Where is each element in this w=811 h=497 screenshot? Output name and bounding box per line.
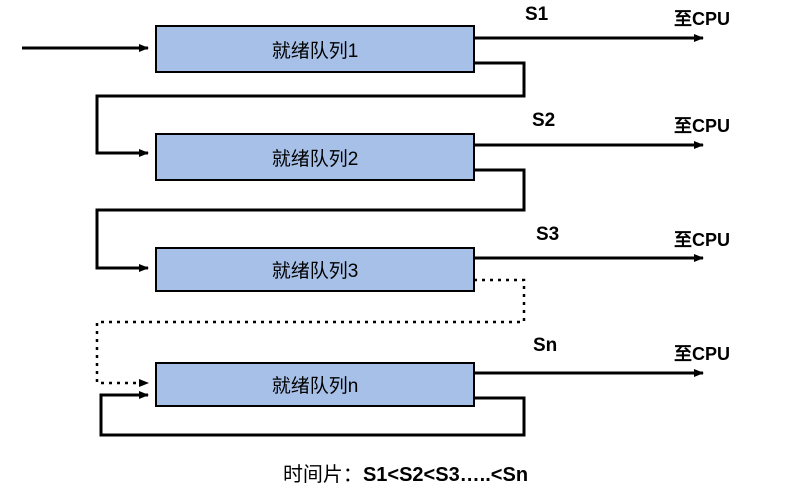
to-cpu-label-1: 至CPU bbox=[674, 9, 731, 29]
to-cpu-label-n: 至CPU bbox=[674, 344, 731, 364]
to-cpu-label-3: 至CPU bbox=[674, 230, 731, 250]
time-slice-label-1: S1 bbox=[525, 4, 549, 25]
queue-box-3-label: 就绪队列3 bbox=[271, 261, 359, 282]
queue3-feedback-dotted-path bbox=[95, 278, 526, 387]
caption: 时间片：S1<S2<S3…..<Sn bbox=[0, 458, 811, 487]
queue-box-3[interactable]: 就绪队列3 bbox=[155, 247, 475, 292]
caption-formula: S1<S2<S3…..<Sn bbox=[362, 464, 529, 486]
queue1-feedback-path bbox=[95, 61, 526, 157]
queue2-feedback-path bbox=[95, 168, 526, 272]
time-slice-label-3: S3 bbox=[536, 224, 560, 245]
queue-box-n-label: 就绪队列n bbox=[271, 376, 359, 397]
time-slice-label-n: Sn bbox=[533, 335, 558, 356]
to-cpu-label-2: 至CPU bbox=[674, 116, 731, 136]
queue-box-2[interactable]: 就绪队列2 bbox=[155, 133, 475, 181]
queue-box-n[interactable]: 就绪队列n bbox=[155, 362, 475, 407]
queue-box-1-label: 就绪队列1 bbox=[271, 40, 359, 62]
time-slice-label-2: S2 bbox=[532, 110, 556, 131]
queuen-self-feedback-path bbox=[99, 391, 526, 437]
queue-box-1[interactable]: 就绪队列1 bbox=[155, 25, 475, 73]
queue-box-2-label: 就绪队列2 bbox=[271, 148, 359, 170]
caption-prefix: 时间片： bbox=[282, 464, 363, 486]
